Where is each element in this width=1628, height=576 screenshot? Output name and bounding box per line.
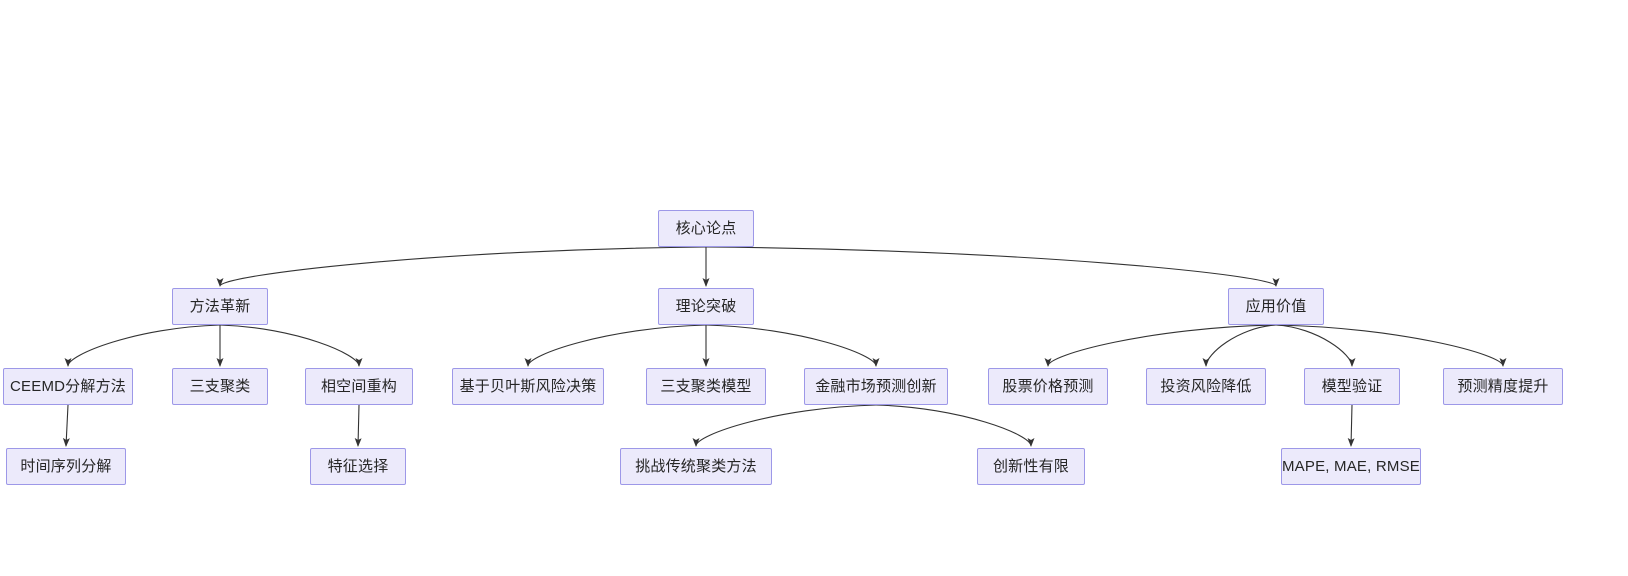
- edge-l2b3-to-l3b3b: [875, 404, 1035, 447]
- diagram-node-label: 理论突破: [675, 298, 737, 315]
- diagram-node-l2b2[interactable]: 三支聚类模型: [646, 368, 766, 405]
- diagram-node-label: 股票价格预测: [1002, 378, 1094, 395]
- diagram-node-label: MAPE, MAE, RMSE: [1281, 458, 1421, 475]
- diagram-node-l3b3b[interactable]: 创新性有限: [977, 448, 1085, 485]
- diagram-node-label: 创新性有限: [992, 458, 1069, 475]
- diagram-node-l3b3a[interactable]: 挑战传统聚类方法: [620, 448, 772, 485]
- diagram-node-label: 三支聚类模型: [660, 378, 752, 395]
- diagram-node-l1a[interactable]: 方法革新: [172, 288, 268, 325]
- diagram-node-label: 基于贝叶斯风险决策: [459, 378, 597, 395]
- diagram-node-label: 三支聚类: [189, 378, 251, 395]
- diagram-node-label: 特征选择: [327, 458, 389, 475]
- edge-l1c-to-l2c2: [1202, 324, 1277, 367]
- diagram-node-label: 挑战传统聚类方法: [635, 458, 757, 475]
- diagram-node-root[interactable]: 核心论点: [658, 210, 754, 247]
- edge-group: [62, 246, 1507, 447]
- diagram-node-l3a3[interactable]: 特征选择: [310, 448, 406, 485]
- diagram-node-label: 时间序列分解: [20, 458, 112, 475]
- diagram-node-label: 方法革新: [189, 298, 251, 315]
- edge-l2a1-to-l3a1: [62, 404, 70, 447]
- diagram-node-label: 核心论点: [675, 220, 737, 237]
- edge-l1b-to-l2b1: [524, 324, 707, 367]
- edge-l1c-to-l2c4: [1275, 324, 1507, 367]
- diagram-node-l2b3[interactable]: 金融市场预测创新: [804, 368, 948, 405]
- diagram-node-label: 预测精度提升: [1457, 378, 1549, 395]
- edge-l1c-to-l2c1: [1044, 324, 1277, 367]
- diagram-node-l3c3[interactable]: MAPE, MAE, RMSE: [1281, 448, 1421, 485]
- edge-l1a-to-l2a1: [64, 324, 221, 367]
- diagram-node-l1b[interactable]: 理论突破: [658, 288, 754, 325]
- diagram-node-label: CEEMD分解方法: [10, 378, 126, 395]
- diagram-node-label: 投资风险降低: [1160, 378, 1252, 395]
- diagram-node-l2a1[interactable]: CEEMD分解方法: [3, 368, 133, 405]
- edge-l1b-to-l2b3: [705, 324, 880, 367]
- edge-l2c3-to-l3c3: [1347, 404, 1355, 447]
- diagram-node-l2b1[interactable]: 基于贝叶斯风险决策: [452, 368, 604, 405]
- diagram-node-l2c1[interactable]: 股票价格预测: [988, 368, 1108, 405]
- edge-l2b3-to-l3b3a: [692, 404, 877, 447]
- edge-root-to-l1a: [216, 246, 707, 287]
- diagram-node-l2c2[interactable]: 投资风险降低: [1146, 368, 1266, 405]
- edge-root-to-l1c: [705, 246, 1280, 287]
- diagram-node-l3a1[interactable]: 时间序列分解: [6, 448, 126, 485]
- edge-l2a3-to-l3a3: [354, 404, 362, 447]
- edge-l1a-to-l2a3: [219, 324, 363, 367]
- diagram-node-label: 模型验证: [1321, 378, 1383, 395]
- diagram-node-label: 相空间重构: [320, 378, 397, 395]
- diagram-node-l2a3[interactable]: 相空间重构: [305, 368, 413, 405]
- diagram-node-l1c[interactable]: 应用价值: [1228, 288, 1324, 325]
- diagram-node-label: 应用价值: [1245, 298, 1307, 315]
- diagram-node-l2c4[interactable]: 预测精度提升: [1443, 368, 1563, 405]
- edge-l1c-to-l2c3: [1275, 324, 1356, 367]
- diagram-node-l2c3[interactable]: 模型验证: [1304, 368, 1400, 405]
- diagram-node-label: 金融市场预测创新: [815, 378, 937, 395]
- diagram-node-l2a2[interactable]: 三支聚类: [172, 368, 268, 405]
